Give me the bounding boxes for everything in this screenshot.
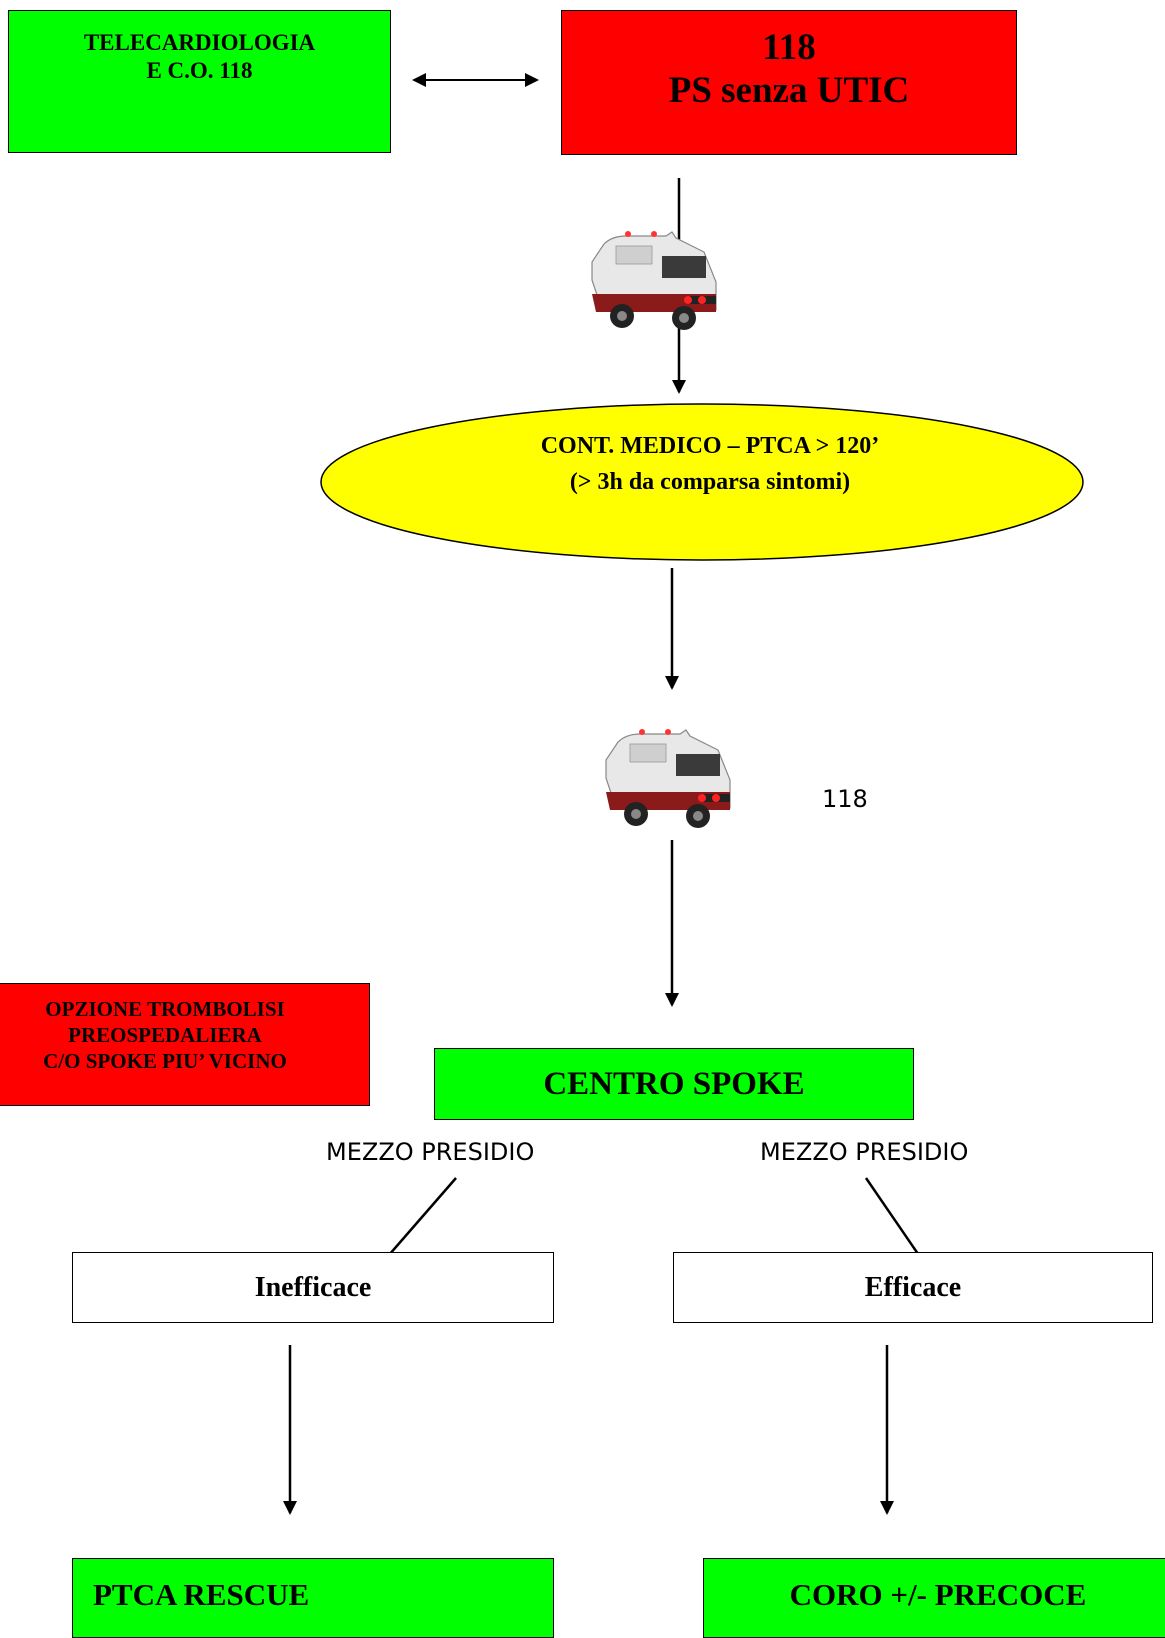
inefficace-box: Inefficace [72,1252,554,1323]
coro-box: CORO +/- PRECOCE [703,1558,1165,1638]
contatto-ellipse [320,403,1084,561]
contatto-line2: (> 3h da comparsa sintomi) [569,469,851,495]
inefficace-label: Inefficace [254,1271,372,1303]
ambulance-icon [605,728,731,829]
mezzo-presidio-left: MEZZO PRESIDIO [326,1138,535,1166]
centro-spoke-label: CENTRO SPOKE [543,1065,805,1102]
opzione-line3: C/O SPOKE PIU’ VICINO [43,1049,287,1073]
mezzo-presidio-right: MEZZO PRESIDIO [760,1138,969,1166]
efficace-box: Efficace [673,1252,1153,1323]
ambulance-label: 118 [822,785,868,813]
ps-line2: PS senza UTIC [668,70,910,111]
telecardiologia-box: TELECARDIOLOGIA E C.O. 118 [8,10,391,153]
efficace-label: Efficace [864,1271,962,1303]
ps-box: 118 PS senza UTIC [561,10,1017,155]
ptca-rescue-label: PTCA RESCUE [93,1577,310,1612]
coro-label: CORO +/- PRECOCE [789,1577,1087,1612]
opzione-line2: PREOSPEDALIERA [68,1023,262,1047]
ps-line1: 118 [762,27,816,68]
contatto-text: CONT. MEDICO – PTCA > 120’ (> 3h da comp… [330,428,1090,528]
opzione-box: OPZIONE TROMBOLISI PREOSPEDALIERA C/O SP… [0,983,370,1106]
telecardiologia-line2: E C.O. 118 [146,58,253,83]
ambulance-icon [591,230,717,331]
centro-spoke-box: CENTRO SPOKE [434,1048,914,1120]
telecardiologia-line1: TELECARDIOLOGIA [83,30,316,55]
opzione-line1: OPZIONE TROMBOLISI [45,997,285,1021]
ptca-rescue-box: PTCA RESCUE [72,1558,554,1638]
contatto-line1: CONT. MEDICO – PTCA > 120’ [540,433,880,459]
